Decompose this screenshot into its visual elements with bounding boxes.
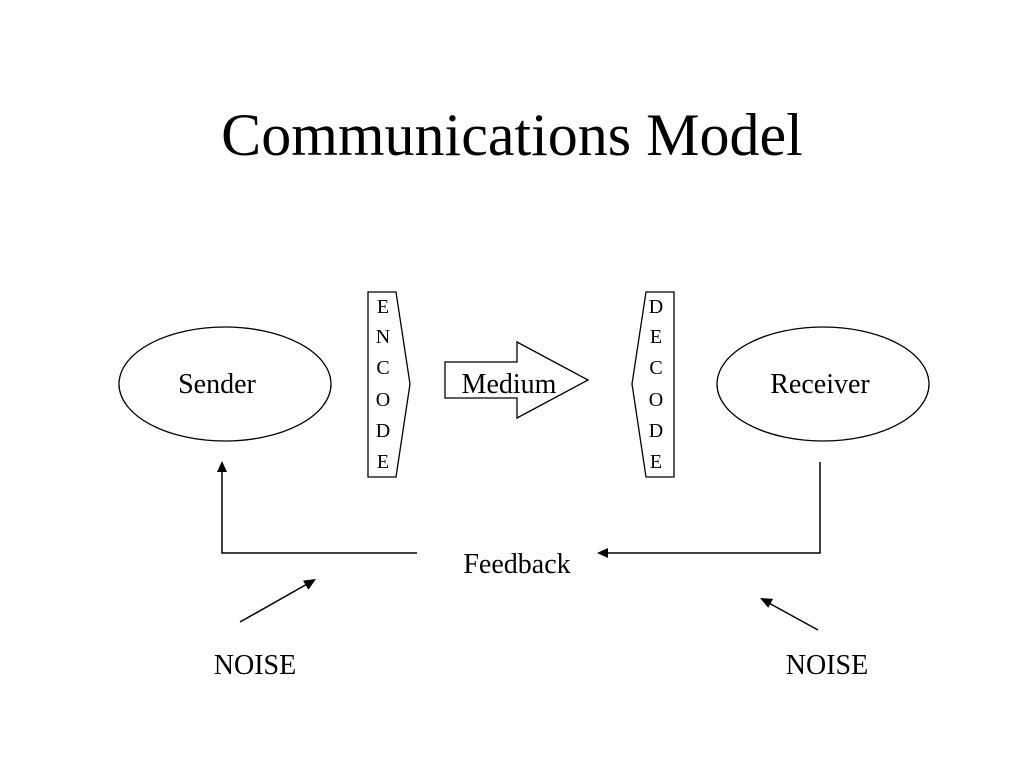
decode-letters: D E C O D E [649, 296, 663, 473]
decode-letter: D [649, 296, 663, 318]
noise-right-label: NOISE [786, 650, 868, 681]
feedback-line-left [221, 470, 417, 554]
medium-arrow: Medium [444, 340, 590, 420]
encode-letter: N [376, 326, 390, 348]
sender-label: Sender [178, 369, 256, 400]
feedback-line-right [604, 462, 821, 554]
encode-box: E N C O D E [367, 291, 411, 478]
feedback-arrowhead-left [597, 548, 608, 558]
medium-label: Medium [462, 369, 557, 400]
page-title: Communications Model [221, 102, 803, 168]
noise-right-arrow-line [766, 601, 819, 631]
decode-letter: O [649, 389, 663, 411]
encode-shape [367, 291, 411, 478]
noise-right-arrowhead [760, 598, 773, 608]
noise-left-label: NOISE [214, 650, 296, 681]
noise-right: NOISE [760, 598, 868, 681]
sender-ellipse [118, 326, 332, 442]
feedback-label: Feedback [463, 549, 570, 580]
medium-arrow-shape [444, 340, 590, 420]
receiver-label: Receiver [770, 369, 870, 400]
encode-letter: D [376, 420, 390, 442]
noise-left-arrow-line [239, 582, 310, 623]
decode-box: D E C O D E [631, 291, 675, 478]
feedback-connector-left [217, 461, 417, 554]
noise-left: NOISE [214, 579, 316, 681]
decode-letter: D [649, 420, 663, 442]
sender-node: Sender [118, 326, 332, 442]
encode-letters: E N C O D E [376, 296, 390, 473]
decode-shape [631, 291, 675, 478]
decode-letter: E [650, 326, 662, 348]
noise-left-arrowhead [303, 579, 316, 590]
decode-letter: C [649, 357, 662, 379]
encode-letter: E [377, 451, 389, 473]
encode-letter: C [376, 357, 389, 379]
encode-letter: E [377, 296, 389, 318]
receiver-ellipse [716, 326, 930, 442]
decode-letter: E [650, 451, 662, 473]
feedback-arrowhead-up [217, 461, 227, 472]
encode-letter: O [376, 389, 390, 411]
feedback-connector-right [597, 462, 821, 558]
receiver-node: Receiver [716, 326, 930, 442]
